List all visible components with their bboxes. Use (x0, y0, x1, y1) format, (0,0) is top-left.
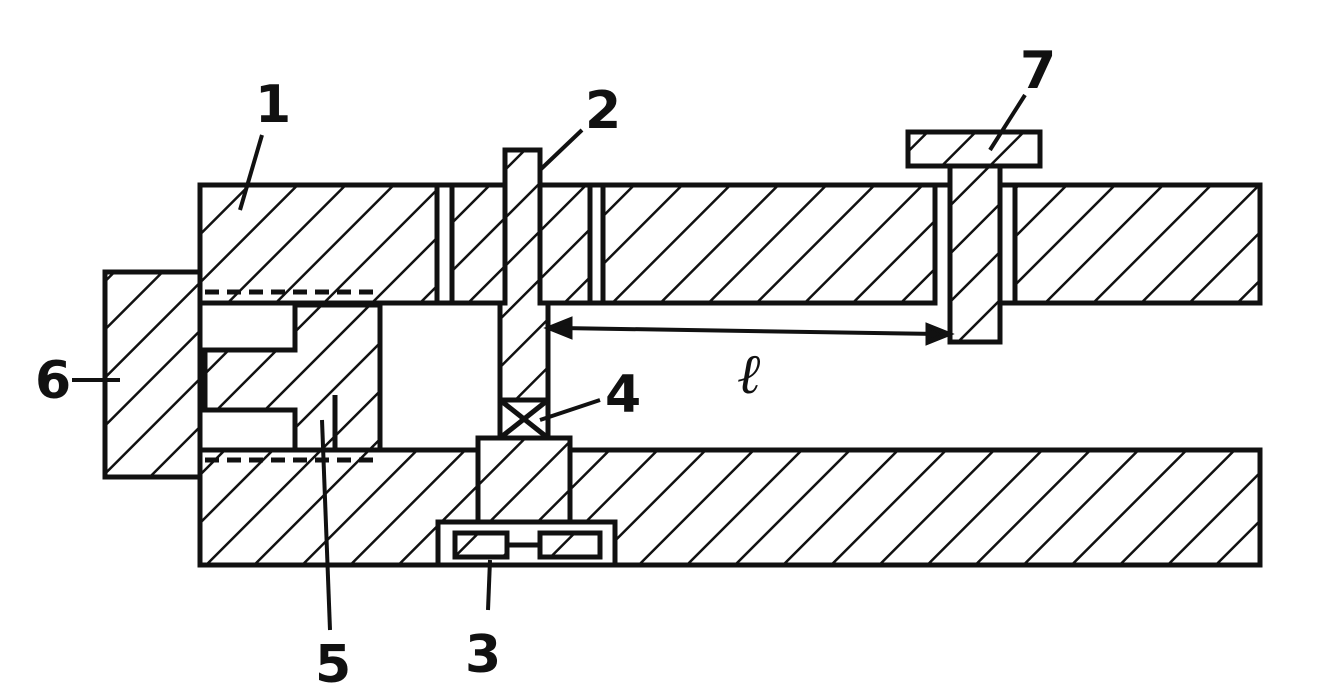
dimension-arrow-left (543, 316, 573, 340)
label-part-2: 2 (585, 81, 621, 141)
part-3-left-block (452, 530, 510, 560)
leader-4 (539, 398, 601, 422)
part-7-head (905, 129, 1043, 169)
label-length: ℓ (738, 341, 762, 407)
bottom-wall (197, 447, 1263, 568)
part-5-plug (202, 302, 383, 453)
leader-1 (238, 134, 264, 211)
dimension-arrow-right (925, 322, 955, 346)
part-4-cross-b (498, 398, 550, 440)
top-wall-segment-c (600, 182, 938, 306)
part-2-post (497, 147, 551, 403)
leader-7 (988, 93, 1027, 152)
part-6-flange (102, 269, 203, 480)
leader-2 (538, 128, 584, 172)
label-part-6: 6 (35, 351, 71, 411)
top-wall-segment-a (197, 182, 440, 306)
part-3-right-block (537, 530, 603, 560)
label-part-3: 3 (465, 625, 501, 685)
part-7-shaft (947, 163, 1003, 345)
label-part-4: 4 (605, 365, 641, 425)
label-part-7: 7 (1020, 41, 1056, 101)
top-wall-segment-d (1012, 182, 1263, 306)
leader-5 (320, 419, 332, 631)
leader-3 (486, 559, 492, 611)
dimension-line (559, 326, 941, 336)
part-3-stem (475, 435, 573, 525)
label-part-1: 1 (255, 75, 291, 135)
label-part-5: 5 (315, 635, 351, 695)
